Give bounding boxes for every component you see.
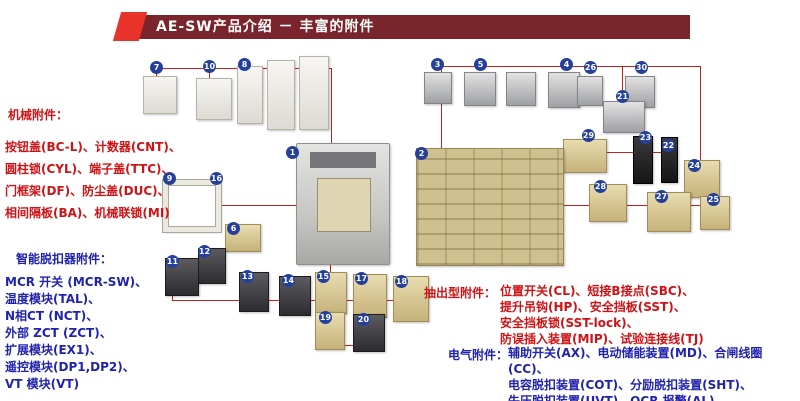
callout-marker-23: 23 bbox=[639, 131, 652, 144]
accessory-image bbox=[647, 192, 691, 232]
callout-marker-27: 27 bbox=[655, 190, 668, 203]
accessory-image bbox=[143, 76, 177, 114]
accessory-image bbox=[563, 139, 607, 173]
drawout-accessories-list: 位置开关(CL)、短接B接点(SBC)、 提升吊钩(HP)、安全挡板(SST)、… bbox=[500, 284, 704, 346]
accessory-image bbox=[162, 179, 222, 233]
callout-marker-6: 6 bbox=[227, 222, 240, 235]
connector-line bbox=[441, 66, 442, 148]
accessory-image bbox=[603, 101, 645, 133]
callout-marker-15: 15 bbox=[317, 270, 330, 283]
callout-marker-11: 11 bbox=[166, 255, 179, 268]
accessory-image bbox=[464, 72, 496, 106]
callout-marker-9: 9 bbox=[163, 172, 176, 185]
connector-line bbox=[330, 345, 370, 346]
callout-marker-13: 13 bbox=[241, 270, 254, 283]
connector-line bbox=[700, 66, 701, 206]
page-title: AE-SW产品介绍 － 丰富的附件 bbox=[130, 15, 690, 39]
callout-marker-5: 5 bbox=[474, 58, 487, 71]
callout-marker-22: 22 bbox=[662, 139, 675, 152]
callout-marker-14: 14 bbox=[282, 274, 295, 287]
callout-marker-21: 21 bbox=[616, 90, 629, 103]
callout-marker-3: 3 bbox=[431, 58, 444, 71]
callout-marker-12: 12 bbox=[198, 245, 211, 258]
connector-line bbox=[331, 68, 332, 144]
accessory-image bbox=[196, 78, 232, 120]
callout-marker-28: 28 bbox=[594, 180, 607, 193]
callout-marker-4: 4 bbox=[560, 58, 573, 71]
accessory-image bbox=[237, 66, 263, 124]
trip-unit-accessories-label: 智能脱扣器附件： bbox=[16, 252, 113, 266]
accessory-image bbox=[267, 60, 295, 130]
accessory-image bbox=[506, 72, 536, 106]
callout-marker-1: 1 bbox=[286, 146, 299, 159]
connector-line bbox=[564, 205, 700, 206]
callout-marker-7: 7 bbox=[150, 61, 163, 74]
electrical-accessories-list: 辅助开关(AX)、电动储能装置(MD)、合闸线圈(CC)、 电容脱扣装置(COT… bbox=[508, 346, 763, 401]
callout-marker-29: 29 bbox=[582, 129, 595, 142]
callout-marker-10: 10 bbox=[203, 60, 216, 73]
electrical-accessories-label: 电气附件： bbox=[448, 348, 509, 362]
callout-marker-18: 18 bbox=[395, 275, 408, 288]
connector-line bbox=[222, 205, 296, 206]
accessory-image bbox=[299, 56, 329, 130]
connector-line bbox=[564, 152, 662, 153]
mechanical-accessories-label: 机械附件： bbox=[8, 108, 69, 122]
accessory-image bbox=[198, 248, 226, 284]
callout-marker-2: 2 bbox=[415, 147, 428, 160]
accessory-image bbox=[424, 72, 452, 104]
callout-marker-17: 17 bbox=[355, 272, 368, 285]
callout-marker-26: 26 bbox=[584, 61, 597, 74]
callout-marker-8: 8 bbox=[238, 58, 251, 71]
callout-marker-20: 20 bbox=[357, 313, 370, 326]
drawout-cradle-image bbox=[416, 148, 564, 266]
callout-marker-30: 30 bbox=[635, 61, 648, 74]
callout-marker-16: 16 bbox=[210, 172, 223, 185]
callout-marker-24: 24 bbox=[688, 159, 701, 172]
trip-unit-accessories-list: MCR 开关 (MCR-SW)、 温度模块(TAL)、 N相CT (NCT)、 … bbox=[5, 275, 148, 391]
mechanical-accessories-list: 按钮盖(BC-L)、计数器(CNT)、 圆柱锁(CYL)、端子盖(TTC)、 门… bbox=[5, 140, 181, 220]
breaker-image bbox=[296, 143, 390, 265]
connector-line bbox=[622, 66, 623, 98]
callout-marker-19: 19 bbox=[319, 311, 332, 324]
accessory-image bbox=[577, 76, 603, 106]
drawout-accessories-label: 抽出型附件： bbox=[424, 286, 497, 300]
accessory-image bbox=[548, 72, 580, 108]
callout-marker-25: 25 bbox=[707, 193, 720, 206]
